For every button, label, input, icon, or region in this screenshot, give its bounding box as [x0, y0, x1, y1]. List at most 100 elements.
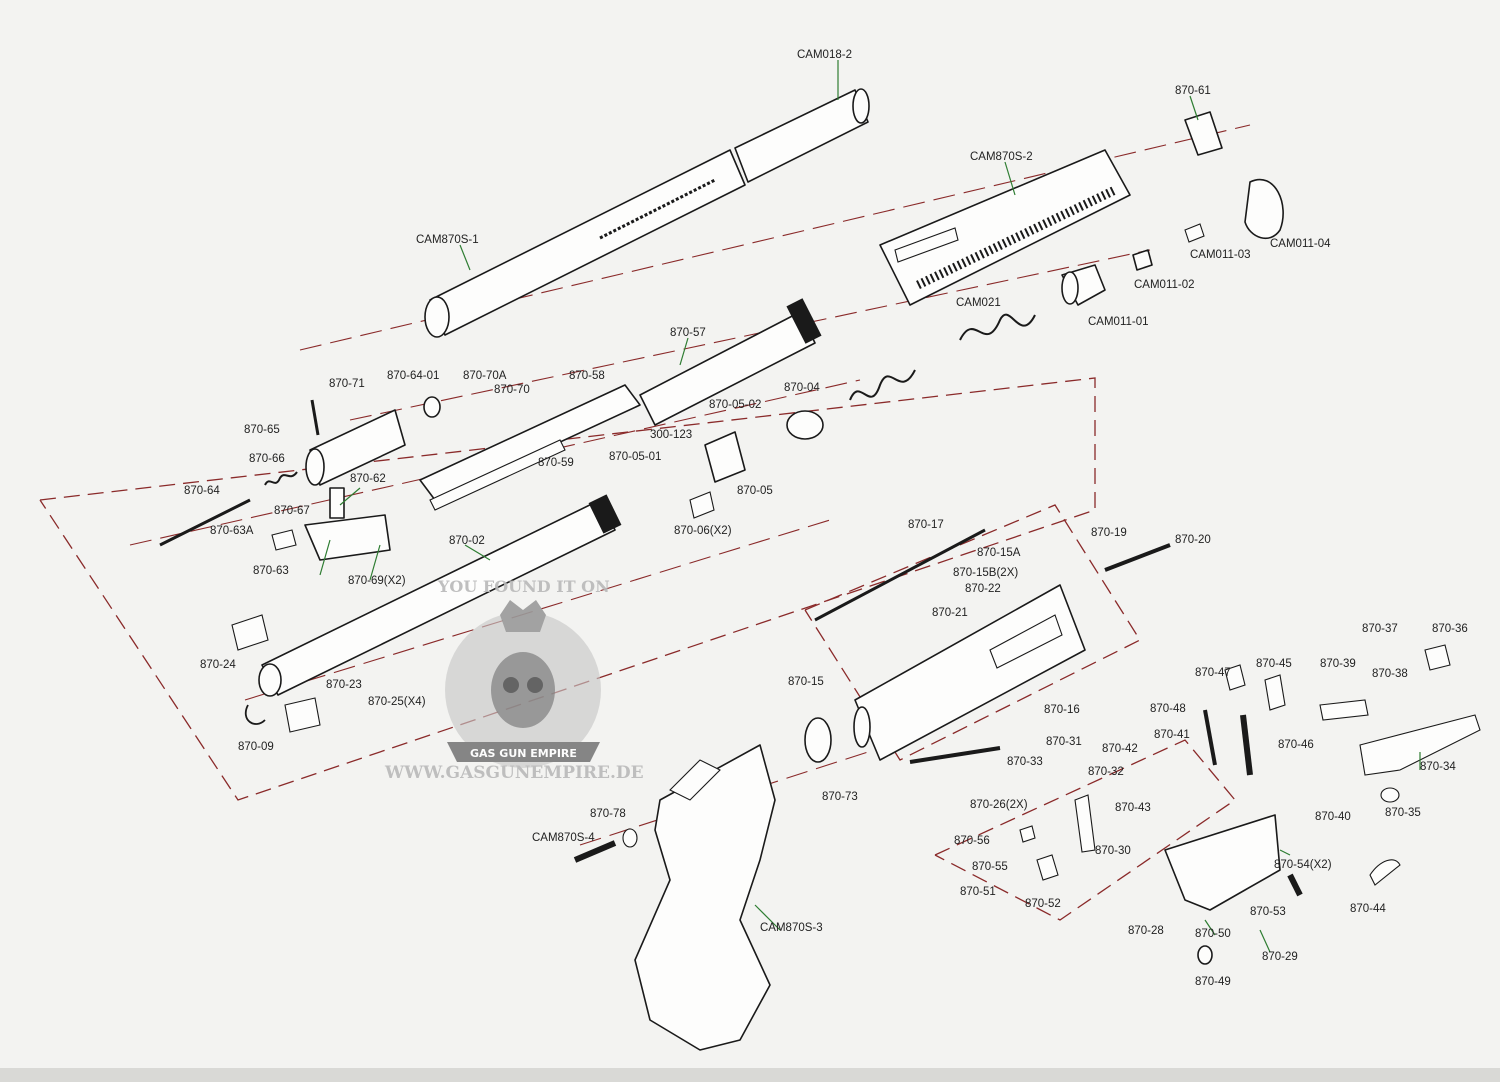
trigger-group [1019, 644, 1481, 965]
plate-870-63 [304, 514, 391, 561]
action-bar-870-59 [429, 439, 566, 511]
rail-870-17 [814, 528, 986, 622]
receiver-front-opening [853, 706, 871, 748]
rod-870-64 [159, 498, 251, 547]
axis-tube [349, 249, 1151, 421]
outer-barrel [424, 88, 870, 338]
bolt-assembly [159, 396, 441, 561]
label-cam011-02: CAM011-02 [1134, 279, 1195, 291]
label-870-58: 870-58 [569, 370, 605, 382]
label-870-50: 870-50 [1195, 928, 1231, 940]
label-870-43: 870-43 [1115, 802, 1151, 814]
label-870-28: 870-28 [1128, 925, 1164, 937]
outer-barrel-muzzle [852, 88, 870, 124]
upper-group-frame [39, 377, 1096, 801]
trigger-870-30 [1074, 794, 1096, 853]
label-870-56: 870-56 [954, 835, 990, 847]
springs [849, 313, 1036, 401]
label-870-21: 870-21 [932, 607, 968, 619]
label-870-05-01: 870-05-01 [609, 451, 661, 463]
leader-870-62 [339, 487, 361, 506]
label-870-15: 870-15 [788, 676, 824, 688]
label-870-16: 870-16 [1044, 704, 1080, 716]
part-870-23 [284, 697, 321, 733]
label-300-123: 300-123 [650, 429, 692, 441]
label-870-61: 870-61 [1175, 85, 1211, 97]
upper-receiver-serrations [916, 185, 1117, 290]
lever-870-44 [1369, 859, 1401, 886]
label-cam870s-3: CAM870S-3 [760, 922, 823, 934]
label-cam011-03: CAM011-03 [1190, 249, 1251, 261]
part-870-38 [1319, 699, 1369, 721]
label-870-20: 870-20 [1175, 534, 1211, 546]
label-870-05: 870-05 [737, 485, 773, 497]
label-870-24: 870-24 [200, 659, 236, 671]
part-870-56 [1019, 825, 1036, 843]
label-870-64: 870-64 [184, 485, 220, 497]
bracket-870-05 [704, 431, 746, 483]
ring-870-04 [786, 410, 824, 440]
label-870-57: 870-57 [670, 327, 706, 339]
pin-870-64-01 [423, 396, 441, 418]
lever-870-34 [1359, 714, 1481, 776]
action-bars [419, 384, 641, 511]
label-870-29: 870-29 [1262, 951, 1298, 963]
label-870-59: 870-59 [538, 457, 574, 469]
spring-cam021 [959, 313, 1036, 341]
label-870-33: 870-33 [1007, 756, 1043, 768]
label-870-40: 870-40 [1315, 811, 1351, 823]
label-cam011-01: CAM011-01 [1088, 316, 1149, 328]
label-870-70a: 870-70A [463, 370, 507, 382]
watermark-url: WWW.GASGUNEMPIRE.DE [384, 763, 644, 783]
magazine-tube-thread [786, 298, 822, 344]
clip-870-09 [244, 704, 266, 725]
label-870-17: 870-17 [908, 519, 944, 531]
leader-cam870s-3 [754, 904, 781, 931]
spring-870-66 [264, 471, 298, 486]
label-870-54x2: 870-54(X2) [1274, 859, 1332, 871]
leader-lines [319, 60, 1421, 953]
label-870-44: 870-44 [1350, 903, 1386, 915]
axis-shell [244, 519, 831, 701]
label-870-53: 870-53 [1250, 906, 1286, 918]
label-870-55: 870-55 [972, 861, 1008, 873]
label-870-62: 870-62 [350, 473, 386, 485]
outer-barrel-markings [599, 178, 716, 240]
leader-870-57 [679, 337, 689, 366]
label-870-22: 870-22 [965, 583, 1001, 595]
label-870-15b2x: 870-15B(2X) [953, 567, 1018, 579]
label-870-31: 870-31 [1046, 736, 1082, 748]
leader-870-54 [1279, 849, 1291, 856]
trigger-group-frame [934, 739, 1236, 921]
pistol-grip [573, 744, 776, 1051]
label-870-32: 870-32 [1088, 766, 1124, 778]
outer-barrel-rear-opening [424, 296, 450, 338]
pin-870-54 [1287, 873, 1303, 897]
label-870-73: 870-73 [822, 791, 858, 803]
bolt-face [305, 448, 325, 486]
screw-870-49 [1197, 945, 1213, 965]
label-870-36: 870-36 [1432, 623, 1468, 635]
label-870-39: 870-39 [1320, 658, 1356, 670]
watermark-top-text: YOU FOUND IT ON [437, 577, 610, 596]
scan-edge [0, 1068, 1500, 1082]
watermark-banner-text: GAS GUN EMPIRE [470, 747, 577, 760]
label-870-51: 870-51 [960, 886, 996, 898]
leader-870-50 [1204, 919, 1216, 936]
ejection-port [989, 614, 1063, 669]
watermark-skull [491, 652, 555, 728]
spring-870-46 [1240, 714, 1253, 776]
label-cam870s-2: CAM870S-2 [970, 151, 1033, 163]
watermark: YOU FOUND IT ON GAS GUN EMPIRE WWW.GASGU… [384, 577, 644, 783]
label-870-49: 870-49 [1195, 976, 1231, 988]
end-cap-face [1061, 271, 1079, 305]
label-870-15a: 870-15A [977, 547, 1021, 559]
action-bar-870-58 [419, 384, 641, 501]
upper-receiver-rail [894, 227, 959, 263]
watermark-crown [500, 600, 546, 632]
watermark-skull-eye-left [503, 677, 519, 693]
inner-barrel [258, 494, 622, 697]
leader-cam870s-2 [1004, 161, 1016, 196]
leader-870-63 [319, 539, 331, 576]
